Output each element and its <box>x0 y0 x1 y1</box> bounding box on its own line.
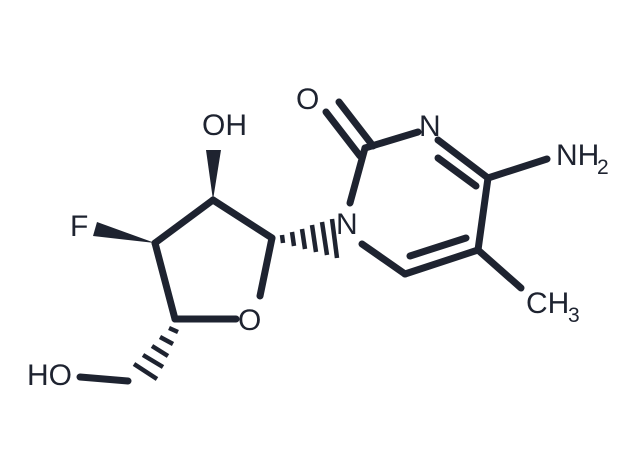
atom-nh2: NH <box>556 139 599 172</box>
bond-n3-c4-inner <box>434 154 480 190</box>
bond-n3-c4 <box>434 136 492 182</box>
bond-c4-nh2 <box>484 155 551 182</box>
atom-ho: HO <box>27 359 72 392</box>
atom-nh2-subscript: 2 <box>597 156 609 179</box>
atom-n1: N <box>336 208 358 241</box>
atom-ch3-subscript: 3 <box>568 304 580 327</box>
furanose-ring <box>76 196 276 385</box>
bond-c4-c5 <box>474 174 492 254</box>
atom-o-carbonyl: O <box>296 83 319 116</box>
bond-c2-o-double-a <box>322 108 364 160</box>
hash-c1-n1 <box>279 218 340 259</box>
pyrimidine-ring <box>346 128 492 278</box>
base-substituents <box>322 98 551 292</box>
bond-c2-o-double-b <box>335 98 377 150</box>
bond-c6-n1 <box>358 240 409 278</box>
atom-o-ring: O <box>238 304 261 337</box>
atom-oh: OH <box>202 109 247 142</box>
bond-c3prime-c4prime <box>151 239 179 323</box>
bond-c5prime-ho <box>76 373 132 385</box>
wedge-c2prime-oh <box>206 150 221 200</box>
atom-n3: N <box>419 110 441 143</box>
wedge-c3prime-f <box>93 222 155 243</box>
hash-c4prime-c5prime <box>132 325 179 381</box>
bond-c2prime-c3prime <box>151 196 217 247</box>
atom-f: F <box>70 210 88 243</box>
bond-c1-c2prime <box>209 196 276 242</box>
bond-oring-c1 <box>256 234 276 300</box>
atom-ch3: CH <box>526 287 569 320</box>
bond-c5-ch3 <box>474 246 525 292</box>
bond-c5-c6 <box>401 246 482 278</box>
bond-c5-c6-inner <box>406 234 470 260</box>
